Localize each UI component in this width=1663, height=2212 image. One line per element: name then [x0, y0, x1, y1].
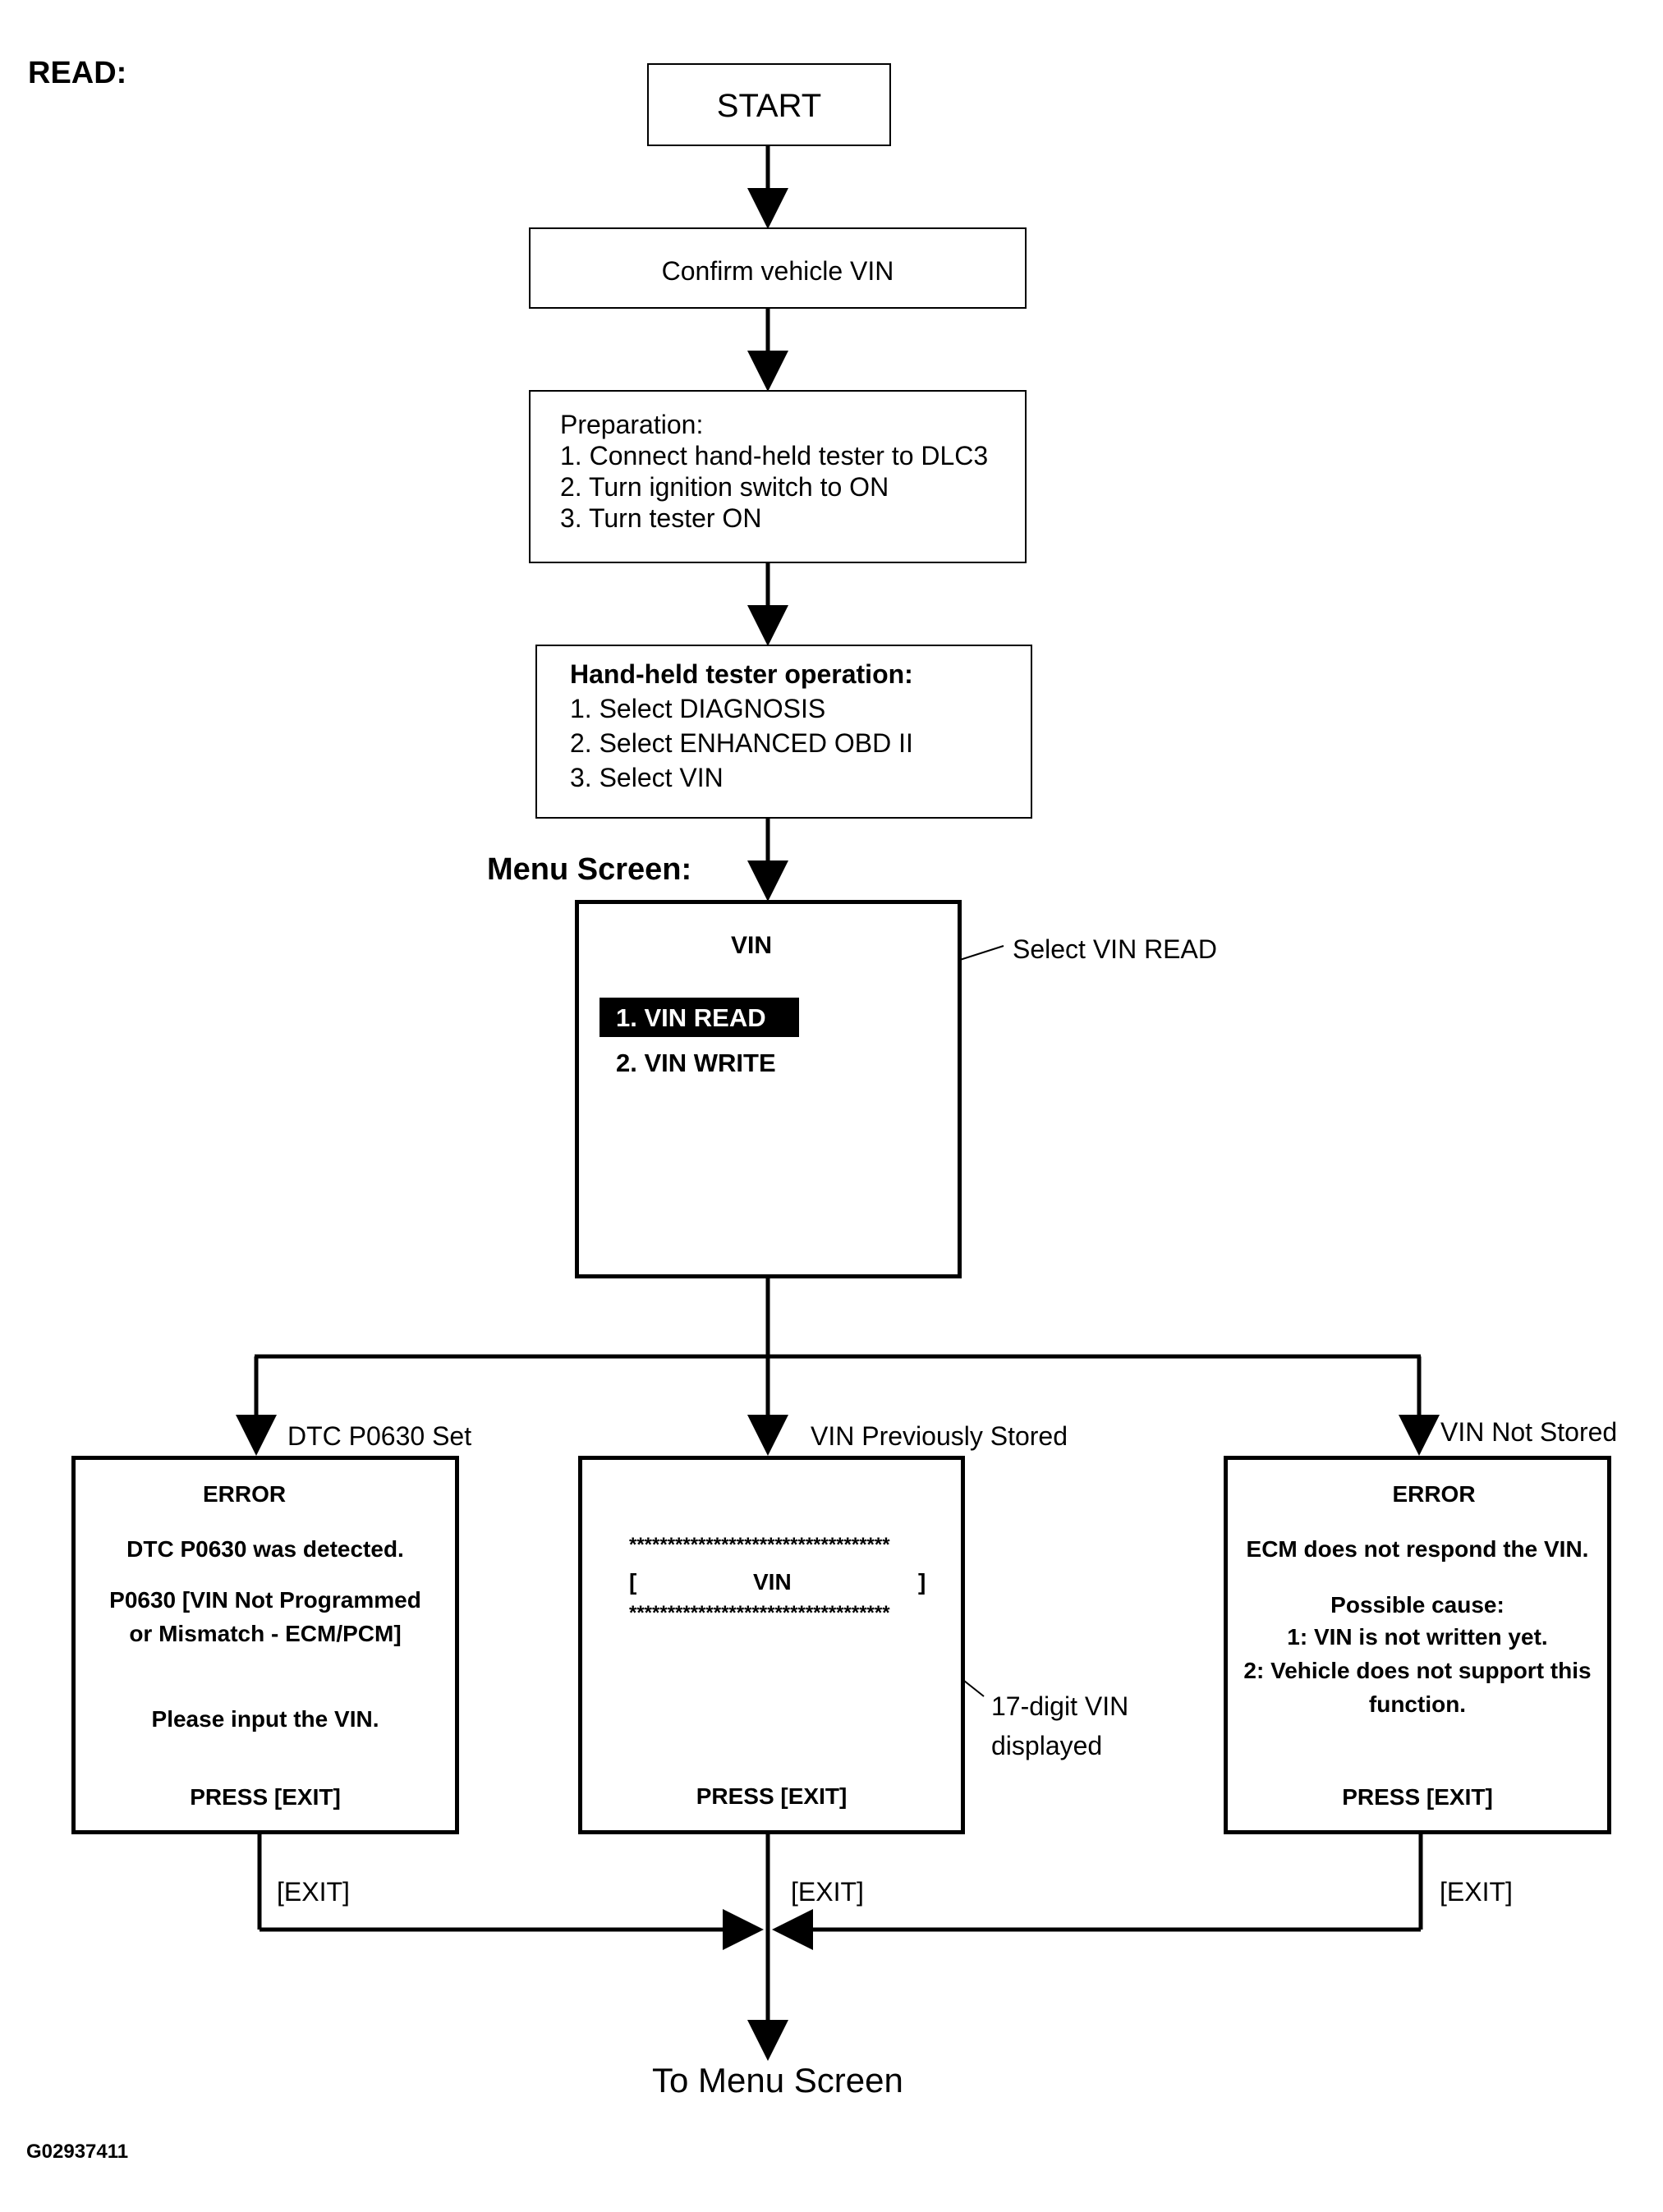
- start-label: START: [716, 88, 822, 124]
- menu-option-vin-read[interactable]: 1. VIN READ: [600, 998, 799, 1037]
- error-dtc-press-exit: PRESS [EXIT]: [190, 1784, 341, 1810]
- error-not-stored-box: ERROR ECM does not respond the VIN. Poss…: [1224, 1456, 1611, 1834]
- error-dtc-line1: DTC P0630 was detected.: [126, 1536, 404, 1562]
- preparation-box: Preparation: 1. Connect hand-held tester…: [529, 390, 1027, 563]
- tester-operation-step-1: 1. Select DIAGNOSIS: [570, 694, 826, 723]
- preparation-step-1: 1. Connect hand-held tester to DLC3: [560, 441, 989, 470]
- possible-cause-1: 1: VIN is not written yet.: [1287, 1624, 1548, 1650]
- figure-id: G02937411: [26, 2141, 129, 2163]
- error-not-stored-press-exit: PRESS [EXIT]: [1342, 1784, 1493, 1810]
- preparation-step-2: 2. Turn ignition switch to ON: [560, 472, 889, 502]
- vin-stars-bottom: **********************************: [629, 1602, 890, 1624]
- error-not-stored-title: ERROR: [1392, 1481, 1476, 1507]
- start-box: START: [647, 63, 891, 146]
- to-menu-screen-label: To Menu Screen: [652, 2061, 903, 2100]
- branch-condition-middle: VIN Previously Stored: [811, 1421, 1068, 1451]
- exit-label-middle: [EXIT]: [791, 1877, 864, 1907]
- error-dtc-box: ERROR DTC P0630 was detected. P0630 [VIN…: [71, 1456, 459, 1834]
- callout-vin-displayed-line1: 17-digit VIN: [991, 1691, 1129, 1721]
- vin-value-placeholder: VIN: [753, 1569, 792, 1595]
- menu-option-vin-write[interactable]: 2. VIN WRITE: [616, 1049, 776, 1077]
- tester-operation-box: Hand-held tester operation: 1. Select DI…: [535, 645, 1032, 819]
- vin-bracket-close: ]: [918, 1569, 926, 1595]
- tester-operation-step-3: 3. Select VIN: [570, 763, 724, 792]
- error-dtc-title: ERROR: [203, 1481, 287, 1507]
- exit-label-left: [EXIT]: [277, 1877, 350, 1907]
- tester-operation-step-2: 2. Select ENHANCED OBD II: [570, 728, 913, 758]
- section-label: READ:: [28, 56, 127, 90]
- error-dtc-line4: Please input the VIN.: [151, 1706, 379, 1732]
- confirm-vin-label: Confirm vehicle VIN: [661, 256, 894, 286]
- error-dtc-line2: P0630 [VIN Not Programmed: [109, 1587, 421, 1613]
- vin-bracket-open: [: [629, 1569, 637, 1595]
- confirm-vin-box: Confirm vehicle VIN: [529, 227, 1027, 309]
- error-dtc-line3: or Mismatch - ECM/PCM]: [129, 1621, 402, 1646]
- menu-screen-label: Menu Screen:: [487, 852, 692, 887]
- branch-condition-right: VIN Not Stored: [1440, 1417, 1618, 1447]
- possible-cause-2: 2: Vehicle does not support this: [1243, 1658, 1592, 1683]
- preparation-step-3: 3. Turn tester ON: [560, 503, 762, 533]
- branch-condition-left: DTC P0630 Set: [287, 1421, 472, 1451]
- possible-cause-3: function.: [1368, 1691, 1467, 1717]
- menu-title: VIN: [731, 932, 773, 959]
- error-not-stored-line1: ECM does not respond the VIN.: [1246, 1536, 1589, 1562]
- vin-stored-box: ********************************** [ VIN…: [578, 1456, 965, 1834]
- callout-vin-displayed-line2: displayed: [991, 1731, 1103, 1760]
- vin-stored-press-exit: PRESS [EXIT]: [696, 1783, 848, 1809]
- preparation-title: Preparation:: [560, 410, 704, 439]
- callout-select-vin-read: Select VIN READ: [1013, 934, 1217, 964]
- possible-cause-title: Possible cause:: [1330, 1592, 1505, 1618]
- tester-operation-title: Hand-held tester operation:: [570, 659, 913, 689]
- menu-option-vin-read-label: 1. VIN READ: [616, 1003, 766, 1032]
- menu-screen-box: VIN 1. VIN READ 2. VIN WRITE: [575, 900, 962, 1278]
- vin-stars-top: **********************************: [629, 1534, 890, 1556]
- exit-label-right: [EXIT]: [1440, 1877, 1513, 1907]
